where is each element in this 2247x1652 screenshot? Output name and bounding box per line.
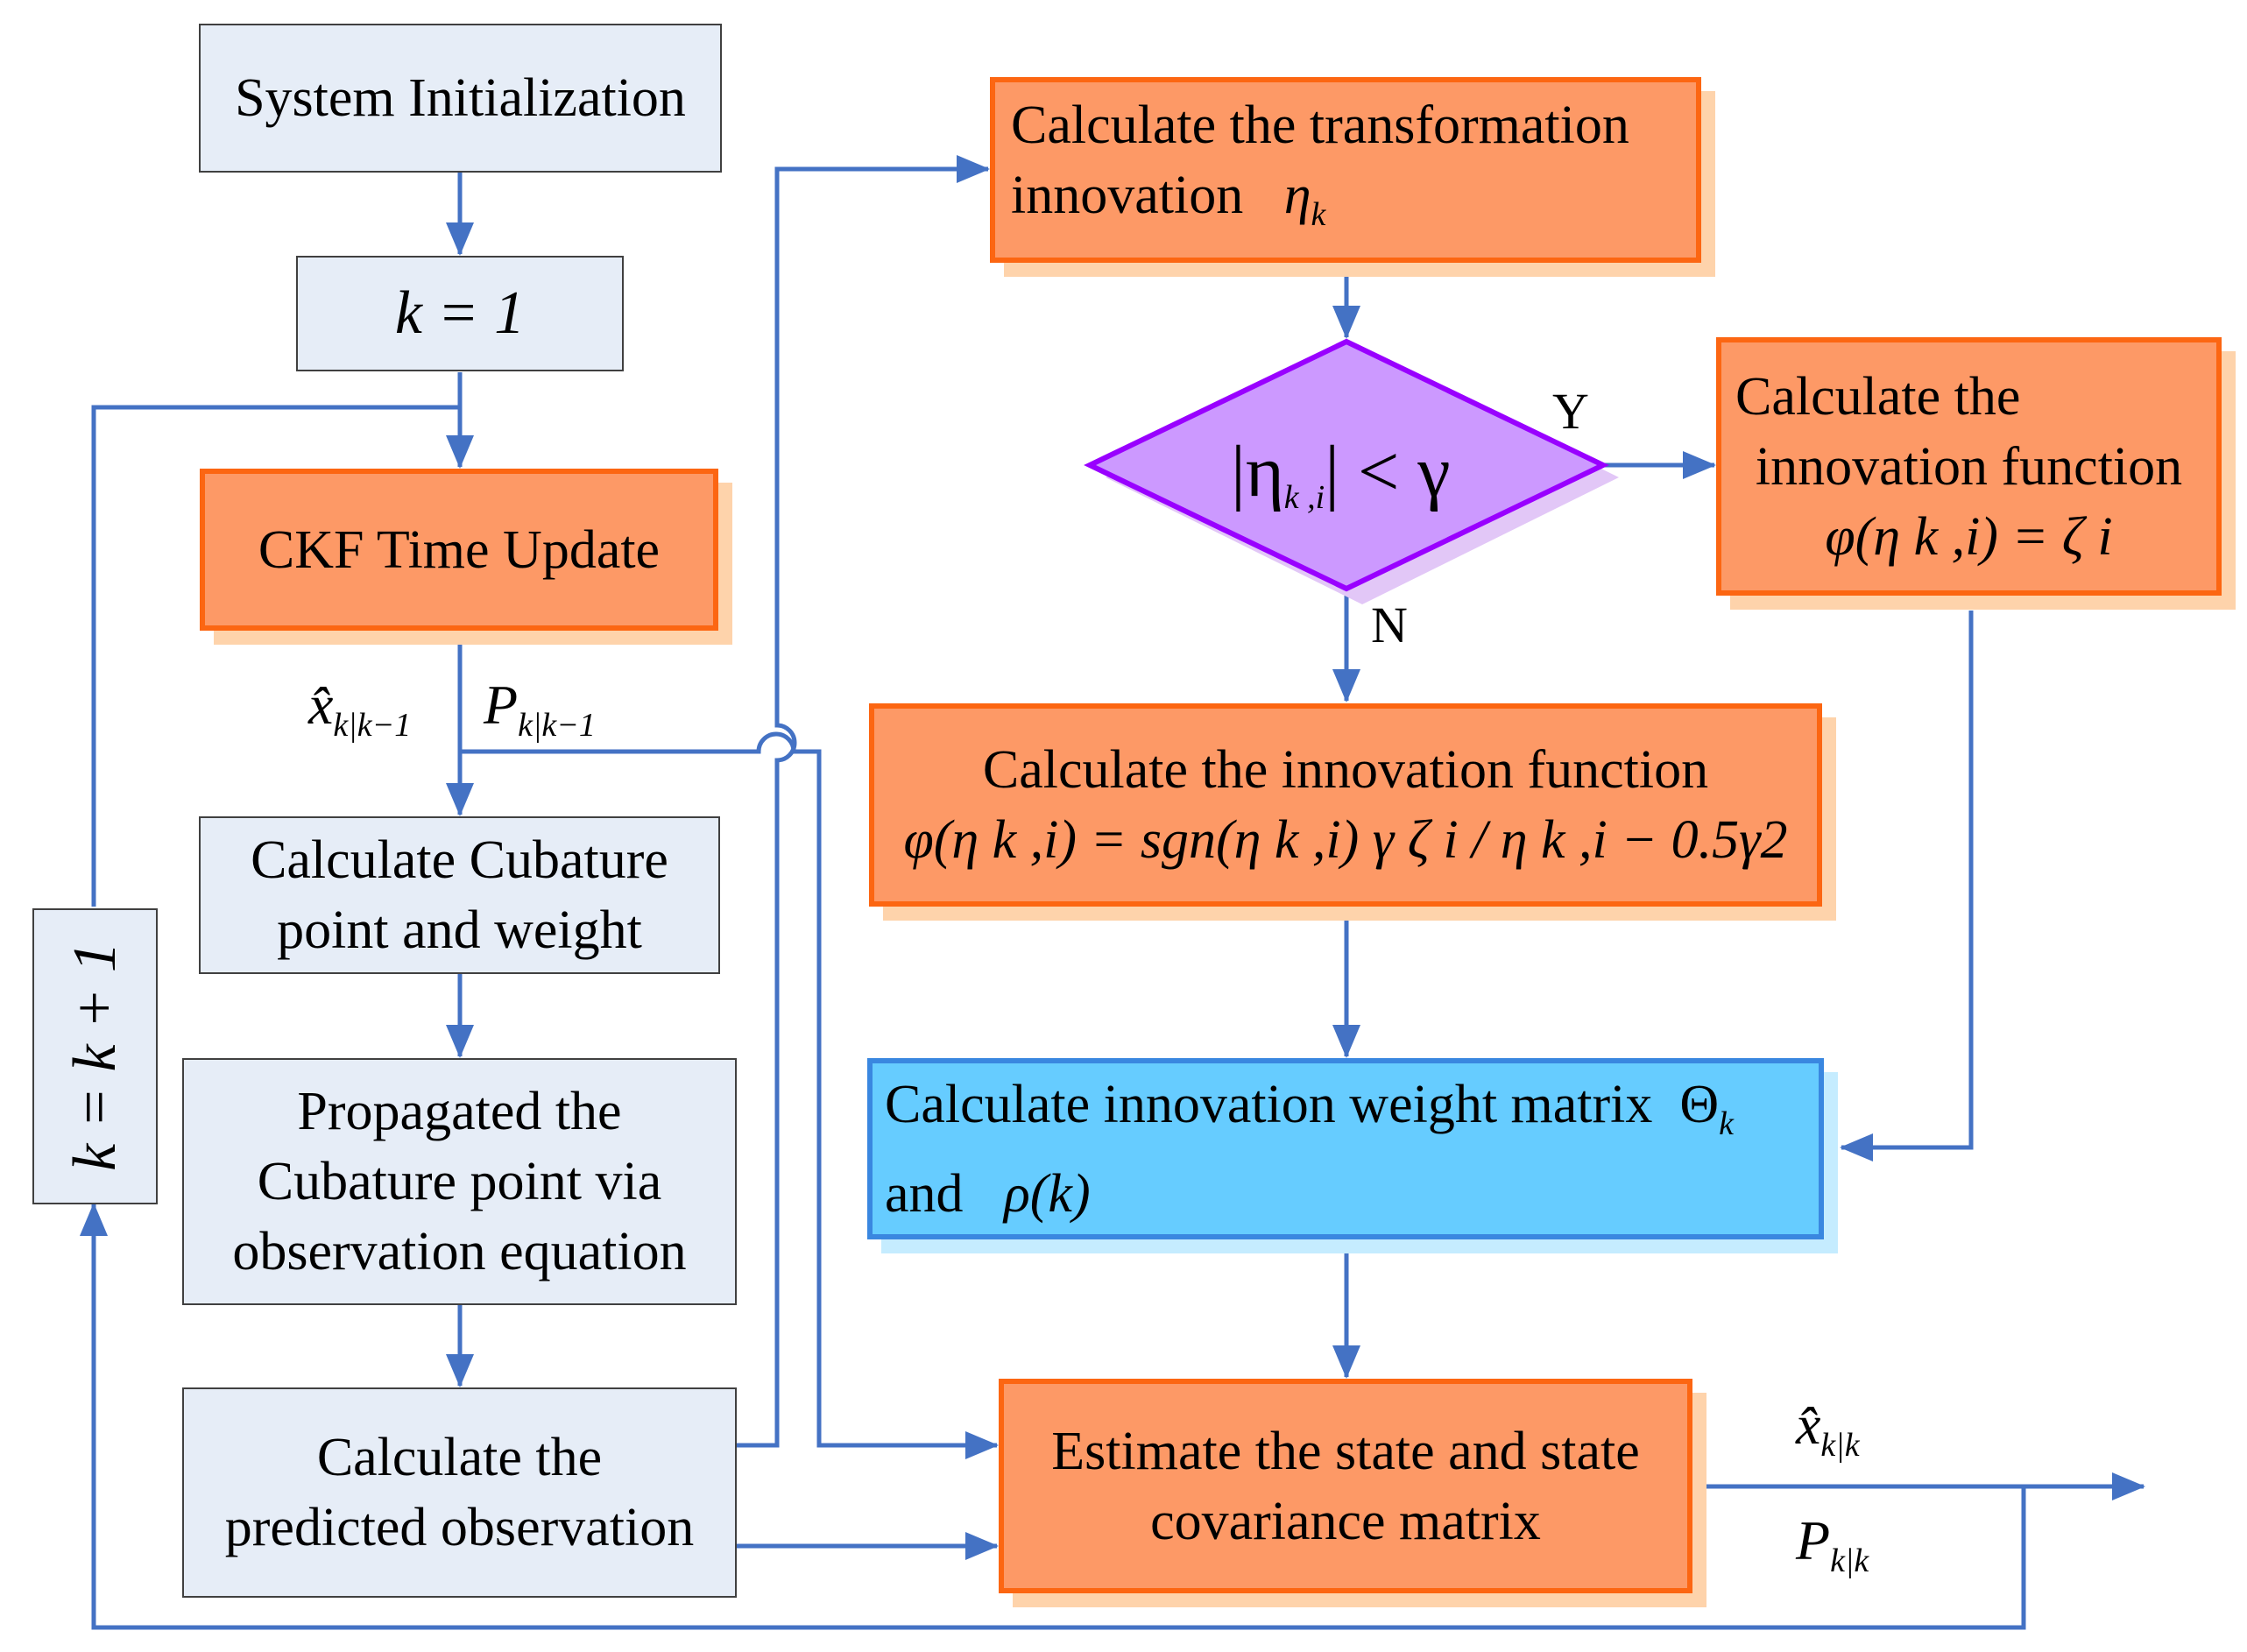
edge-ppred-to-estimate xyxy=(460,731,999,1459)
k-init-box: k = 1 xyxy=(296,256,624,371)
edge-output-feedback xyxy=(80,1203,2026,1630)
estimate-state-box: Estimate the state and state covariance … xyxy=(999,1379,1692,1593)
propagate-label-3: observation equation xyxy=(232,1222,687,1281)
predicted-observation-label-1: Calculate the xyxy=(316,1428,603,1487)
edge-kinc-to-ckf xyxy=(91,405,460,907)
decision-label: |ηk ,i| < γ xyxy=(1231,431,1451,516)
estimate-state-label-1: Estimate the state and state xyxy=(1051,1421,1640,1481)
estimate-state-label-2: covariance matrix xyxy=(1150,1491,1541,1551)
system-initialization-label: System Initialization xyxy=(235,68,686,128)
innovation-function-yes-formula: φ(η k ,i) = ζ i xyxy=(1825,506,2113,567)
x-out-label: x̂k|k xyxy=(1796,1394,1860,1464)
cubature-point-label-1: Calculate Cubature xyxy=(251,830,668,890)
ckf-time-update-box: CKF Time Update xyxy=(200,469,718,631)
innovation-function-no-formula: φ(η k ,i) = sgn(η k ,i) γ ζ i / η k ,i −… xyxy=(903,810,1788,870)
p-out-label: Pk|k xyxy=(1796,1509,1869,1579)
propagate-label-1: Propagated the xyxy=(297,1082,622,1141)
innovation-function-no-box: Calculate the innovation function φ(η k … xyxy=(869,703,1822,907)
transformation-innovation-label-2: innovation ηk xyxy=(1011,166,1326,233)
k-increment-label: k = k + 1 xyxy=(60,942,129,1171)
p-pred-label: Pk|k−1 xyxy=(484,674,596,744)
decision-diamond xyxy=(1084,338,1609,592)
no-label: N xyxy=(1371,597,1408,653)
transformation-innovation-box: Calculate the transformation innovation … xyxy=(990,77,1701,263)
innovation-weight-matrix-label-2: and ρ(k) xyxy=(885,1163,1091,1224)
innovation-function-no-title: Calculate the innovation function xyxy=(982,740,1709,800)
propagate-label-2: Cubature point via xyxy=(257,1152,662,1211)
innovation-function-yes-label-1: Calculate the xyxy=(1735,366,2021,427)
edge-predicted-to-transform xyxy=(736,155,990,1448)
predicted-observation-label-2: predicted observation xyxy=(224,1498,695,1557)
innovation-function-yes-box: Calculate the innovation function φ(η k … xyxy=(1716,337,2222,596)
cubature-point-label-2: point and weight xyxy=(277,900,642,960)
x-pred-label: x̂k|k−1 xyxy=(308,674,412,744)
edge-fn-yes-to-weight xyxy=(1840,611,1974,1161)
innovation-weight-matrix-box: Calculate innovation weight matrix Θk an… xyxy=(867,1058,1824,1239)
yes-label: Y xyxy=(1552,383,1589,440)
innovation-function-yes-label-2: innovation function xyxy=(1755,436,2183,497)
propagate-box: Propagated the Cubature point via observ… xyxy=(182,1058,737,1305)
innovation-weight-matrix-label-1: Calculate innovation weight matrix Θk xyxy=(885,1074,1735,1142)
transformation-innovation-label-1: Calculate the transformation xyxy=(1011,95,1629,155)
cubature-point-box: Calculate Cubature point and weight xyxy=(199,816,720,974)
ckf-time-update-label: CKF Time Update xyxy=(258,519,661,580)
system-initialization-box: System Initialization xyxy=(199,24,722,173)
k-increment-box: k = k + 1 xyxy=(32,908,158,1204)
k-init-label: k = 1 xyxy=(394,279,526,347)
predicted-observation-box: Calculate the predicted observation xyxy=(182,1387,737,1598)
